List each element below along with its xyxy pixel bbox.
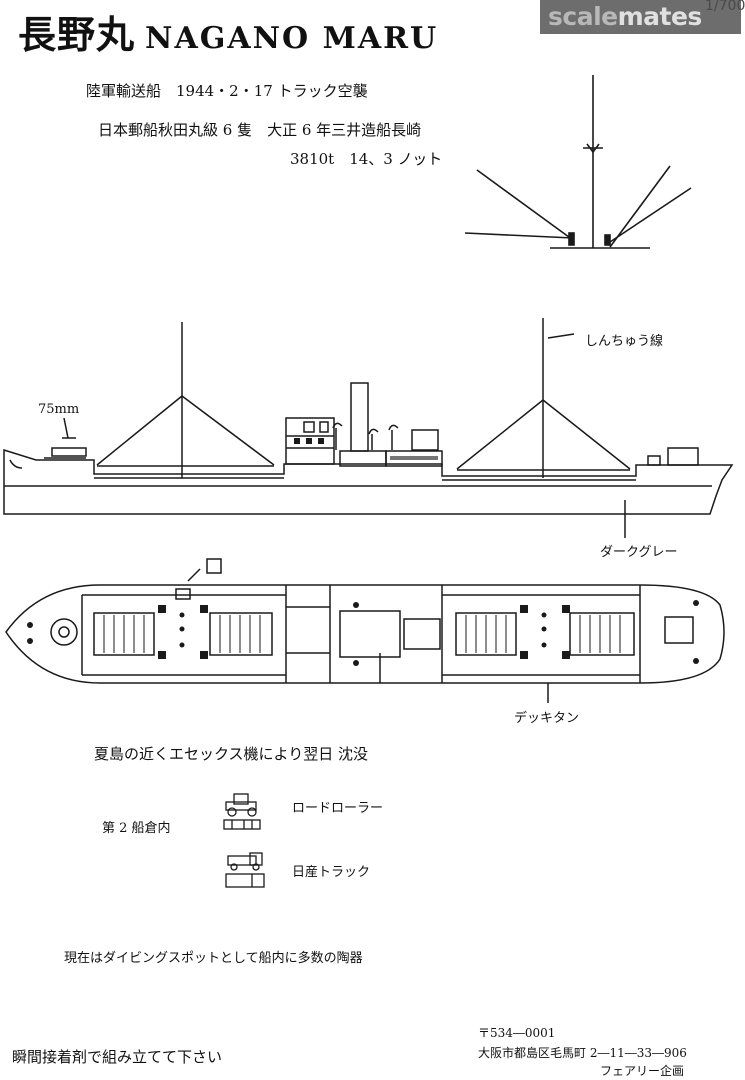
publisher-postal: 〒534―0001 bbox=[478, 1026, 556, 1040]
note-sunk: 夏島の近くエセックス機により翌日 沈没 bbox=[94, 745, 369, 763]
info-line-1: 陸軍輸送船 1944・2・17 トラック空襲 bbox=[86, 82, 368, 100]
info-line-2: 日本郵船秋田丸級 6 隻 大正 6 年三井造船長崎 bbox=[98, 121, 422, 139]
label-nissan-truck: 日産トラック bbox=[292, 865, 371, 880]
label-road-roller: ロードローラー bbox=[292, 801, 384, 816]
watermark-logo: scalemates bbox=[548, 2, 702, 31]
road-roller-icon bbox=[223, 793, 261, 830]
watermark-mates: mates bbox=[617, 2, 703, 31]
note-diving: 現在はダイビングスポットとして船内に多数の陶器 bbox=[64, 951, 363, 966]
watermark-scale: scale bbox=[548, 2, 618, 31]
page-title: 長野丸 NAGANO MARU bbox=[18, 4, 438, 59]
label-deck-tan: デッキタン bbox=[514, 711, 580, 726]
scale-code: 1/700 bbox=[705, 0, 745, 14]
truck-icon bbox=[225, 852, 265, 888]
mast-front-view bbox=[464, 75, 692, 249]
note-glue: 瞬間接着剤で組み立てて下さい bbox=[12, 1048, 223, 1066]
publisher-name: フェアリー企画 bbox=[600, 1064, 685, 1078]
label-dark-gray: ダークグレー bbox=[600, 545, 678, 560]
watermark-bar bbox=[540, 0, 741, 34]
ship-top-view bbox=[5, 558, 725, 703]
title-jp: 長野丸 bbox=[18, 12, 136, 57]
publisher-address: 大阪市都島区毛馬町 2―11―33―906 bbox=[478, 1046, 687, 1060]
ship-side-view bbox=[3, 318, 734, 538]
info-line-3: 3810t 14、3 ノット bbox=[290, 150, 443, 168]
note-hold-2: 第 2 船倉内 bbox=[102, 821, 171, 836]
label-75mm: 75mm bbox=[38, 402, 80, 417]
label-shinchu-line: しんちゅう線 bbox=[585, 334, 664, 349]
title-en: NAGANO MARU bbox=[145, 21, 439, 56]
